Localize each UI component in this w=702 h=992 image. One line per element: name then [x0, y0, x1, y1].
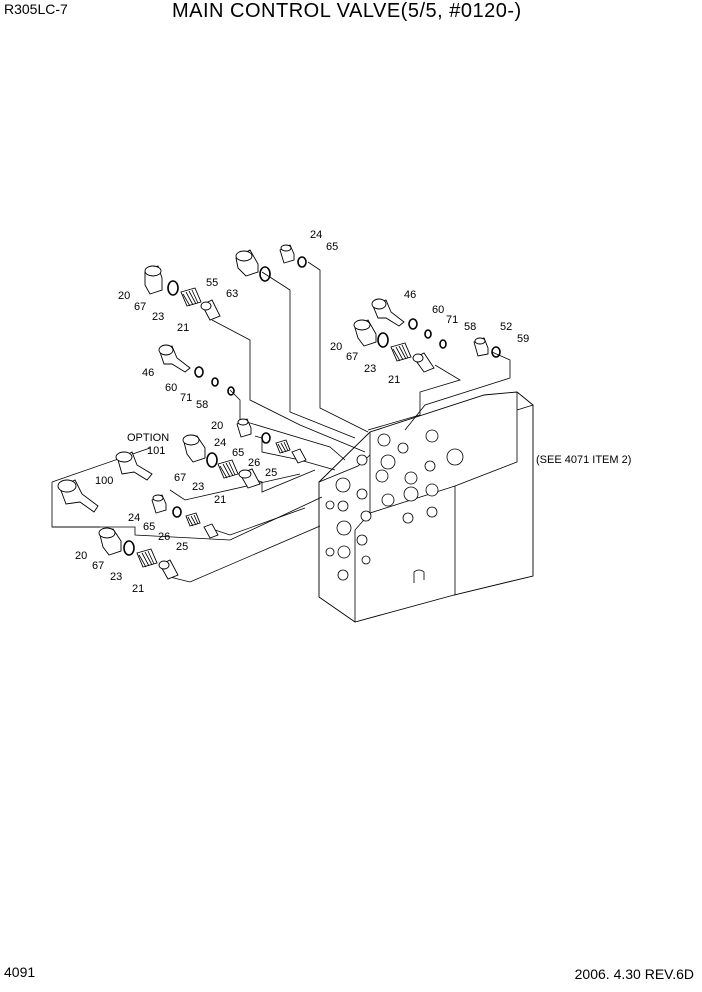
leader-lines	[51, 261, 511, 583]
callout-46: 46	[404, 289, 416, 301]
callout-24: 24	[128, 512, 140, 524]
callout-65: 65	[143, 521, 155, 533]
page-title: MAIN CONTROL VALVE(5/5, #0120-)	[172, 0, 522, 22]
reference-note: (SEE 4071 ITEM 2)	[536, 454, 631, 466]
part-group-lower-left	[98, 494, 219, 580]
callout-101: 101	[147, 445, 165, 457]
callout-26: 26	[158, 531, 170, 543]
callout-25: 25	[265, 467, 277, 479]
option-label: OPTION	[127, 432, 169, 444]
callout-65: 65	[232, 447, 244, 459]
callout-58: 58	[464, 321, 476, 333]
callout-52: 52	[500, 321, 512, 333]
callout-59: 59	[517, 333, 529, 345]
callout-20: 20	[211, 420, 223, 432]
callout-23: 23	[110, 571, 122, 583]
callout-21: 21	[132, 583, 144, 595]
callout-24: 24	[310, 229, 322, 241]
callout-25: 25	[176, 541, 188, 553]
part-group-upper-left	[144, 265, 221, 321]
callout-60: 60	[165, 382, 177, 394]
option-group	[57, 451, 153, 513]
callout-21: 21	[388, 374, 400, 386]
part-group-center	[182, 418, 307, 489]
callout-23: 23	[192, 481, 204, 493]
callout-60: 60	[432, 304, 444, 316]
part-group-upper-right	[353, 298, 501, 373]
callout-labels: 24 65 55 63 20 67 23 21 46 60 71 58 52 5…	[75, 229, 631, 595]
callout-20: 20	[75, 550, 87, 562]
callout-67: 67	[92, 560, 104, 572]
model-code: R305LC-7	[4, 1, 68, 17]
callout-65: 65	[326, 241, 338, 253]
callout-58: 58	[196, 399, 208, 411]
callout-21: 21	[214, 494, 226, 506]
callout-67: 67	[134, 301, 146, 313]
callout-67: 67	[346, 351, 358, 363]
callout-23: 23	[152, 311, 164, 323]
valve-body	[318, 391, 534, 623]
callout-24: 24	[214, 437, 226, 449]
callout-71: 71	[446, 314, 458, 326]
callout-55: 55	[206, 277, 218, 289]
callout-100: 100	[95, 475, 113, 487]
callout-23: 23	[364, 363, 376, 375]
part-group-upper-middle	[235, 244, 307, 282]
page-number: 4091	[4, 964, 36, 980]
callout-21: 21	[177, 322, 189, 334]
callout-46: 46	[142, 367, 154, 379]
callout-71: 71	[180, 392, 192, 404]
callout-67: 67	[174, 472, 186, 484]
callout-20: 20	[330, 341, 342, 353]
part-group-middle-left	[158, 344, 235, 396]
callout-26: 26	[248, 457, 260, 469]
callout-20: 20	[118, 290, 130, 302]
callout-63: 63	[226, 288, 238, 300]
revision-info: 2006. 4.30 REV.6D	[574, 966, 694, 982]
